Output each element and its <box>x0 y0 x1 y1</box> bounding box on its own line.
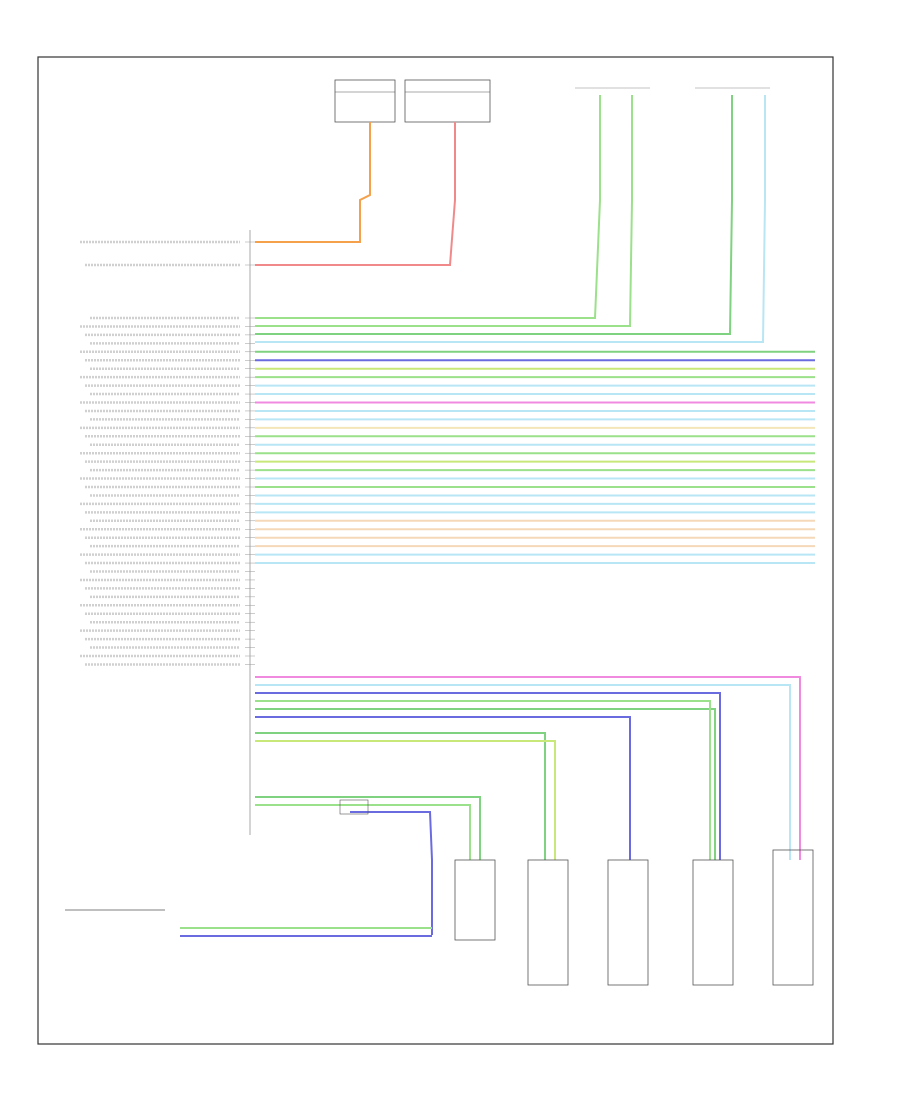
diagram-frame <box>37 56 834 1045</box>
bottom-component-4 <box>692 859 734 986</box>
module-label-box <box>339 799 369 815</box>
wire-layer <box>80 240 815 666</box>
bottom-component-2 <box>527 859 569 986</box>
top-device-right <box>404 79 491 123</box>
top-device-left <box>334 79 396 123</box>
occupant-detection-block <box>65 909 432 937</box>
vertical-feeds-top <box>255 95 766 343</box>
bottom-component-1 <box>454 859 496 941</box>
bottom-component-3 <box>607 859 649 986</box>
vertical-feeds-bottom <box>255 676 801 935</box>
bottom-component-5 <box>772 849 814 986</box>
